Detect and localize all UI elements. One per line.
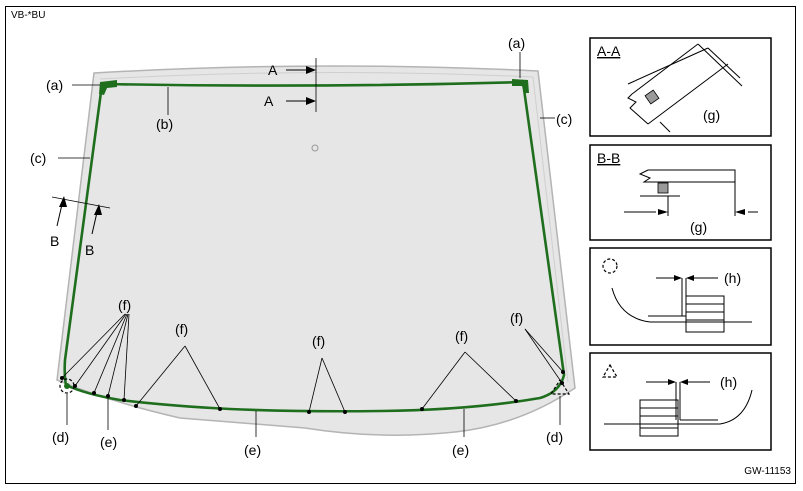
label-c-left: (c) xyxy=(30,150,46,166)
urethane-bead xyxy=(63,80,566,413)
corner-spacer-left xyxy=(99,80,117,95)
windshield-inner-edge xyxy=(99,71,569,383)
leader-f-3b xyxy=(321,357,346,413)
inset-circle-label-h: (h) xyxy=(724,270,741,286)
leader-f-1b xyxy=(74,313,127,387)
inset-circle-arrow-left xyxy=(674,275,682,281)
leader-f-1d xyxy=(107,313,129,397)
inset-section-bb xyxy=(589,144,772,241)
inset-aa-drawing xyxy=(627,43,743,133)
inset-section-aa xyxy=(589,37,772,137)
label-section-b-left: B xyxy=(50,233,59,249)
inset-circle-arrow-right xyxy=(686,275,694,281)
leader-f-4a xyxy=(421,351,466,410)
inset-bb-label-g: (g) xyxy=(690,219,707,235)
inset-circle-symbol xyxy=(602,258,618,274)
label-a-left: (a) xyxy=(46,77,63,93)
leader-f-1c xyxy=(93,313,128,394)
label-d-right: (d) xyxy=(546,429,563,445)
label-f-3: (f) xyxy=(312,333,325,349)
inset-circle-drawing xyxy=(611,277,752,333)
figure-code: GW-11153 xyxy=(744,466,791,477)
inset-triangle-arrow-right xyxy=(680,379,688,385)
leader-f-2a xyxy=(135,345,186,407)
vehicle-code: VB-*BU xyxy=(11,10,46,21)
inset-bb-drawing xyxy=(624,169,758,216)
inset-bb-pad xyxy=(657,182,669,194)
leader-f-1e xyxy=(123,313,130,401)
label-f-2: (f) xyxy=(175,321,188,337)
leader-f-4b xyxy=(464,351,517,402)
label-b: (b) xyxy=(156,116,173,132)
inset-bb-arrow-left xyxy=(658,209,668,215)
leader-f-2b xyxy=(184,345,221,410)
section-b-arrowhead-right xyxy=(94,204,102,215)
inset-triangle-arrow-left xyxy=(668,379,676,385)
label-d-left: (d) xyxy=(52,429,69,445)
dashed-triangle-marker-right xyxy=(549,378,571,395)
inset-triangle-label-h: (h) xyxy=(720,374,737,390)
inset-circle-detail xyxy=(589,247,772,346)
inset-bb-arrow-right xyxy=(735,209,745,215)
leader-f-3a xyxy=(308,357,323,413)
label-e-2: (e) xyxy=(244,442,261,458)
section-b-line xyxy=(51,196,111,209)
label-section-a-bottom: A xyxy=(264,93,274,109)
spacer-d-left xyxy=(64,383,70,389)
label-c-right: (c) xyxy=(556,111,572,127)
label-f-5: (f) xyxy=(510,310,523,326)
corner-spacer-right xyxy=(512,79,529,93)
inset-bb-title: B-B xyxy=(597,150,620,166)
section-a-arrowhead-bottom xyxy=(306,97,316,105)
inset-aa-title: A-A xyxy=(597,43,621,59)
windshield-glass xyxy=(56,65,576,436)
label-a-right: (a) xyxy=(508,35,525,51)
inset-triangle-symbol xyxy=(601,363,619,378)
label-e-1: (e) xyxy=(100,434,117,450)
leader-f-1a xyxy=(61,313,126,379)
diagram-frame xyxy=(5,6,796,484)
label-section-a-top: A xyxy=(268,62,278,78)
label-e-3: (e) xyxy=(452,442,469,458)
label-f-1: (f) xyxy=(118,297,131,313)
section-a-arrowhead-top xyxy=(306,66,316,74)
center-marker xyxy=(311,144,319,152)
leader-f-5a xyxy=(524,328,564,373)
inset-aa-label-g: (g) xyxy=(703,107,720,123)
label-f-4: (f) xyxy=(455,328,468,344)
label-section-b-right: B xyxy=(85,242,94,258)
inset-triangle-drawing xyxy=(604,381,753,437)
leader-f-5b xyxy=(524,328,563,384)
dashed-circle-marker-left xyxy=(59,378,75,394)
section-b-arrowhead-left xyxy=(59,196,67,207)
inset-aa-pad xyxy=(644,89,660,105)
